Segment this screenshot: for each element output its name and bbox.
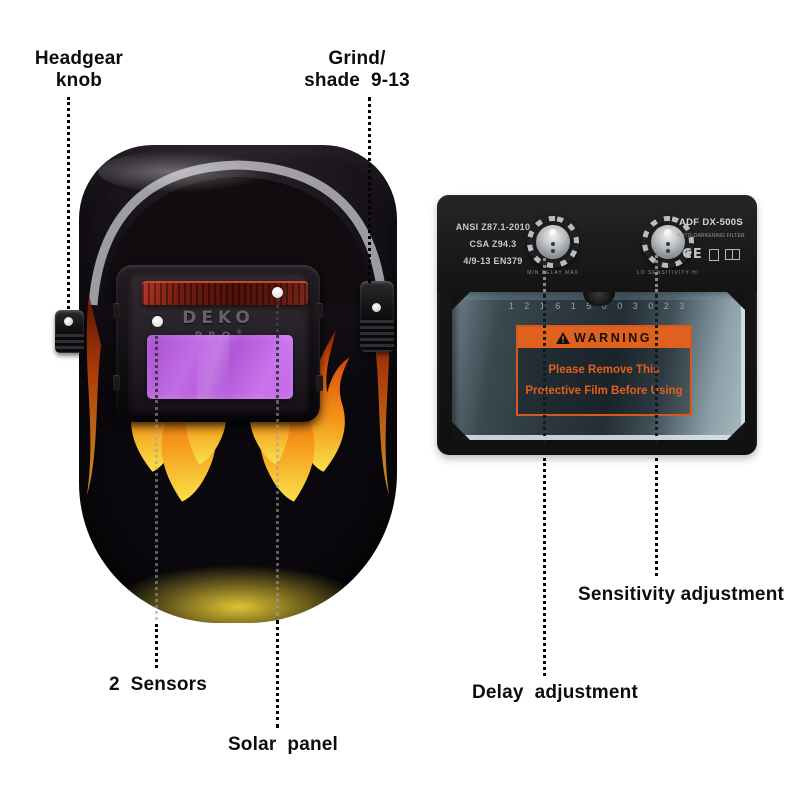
certification-icons: CE (677, 247, 745, 262)
arc-sensor-left (152, 316, 163, 327)
knob-ridges (360, 320, 394, 352)
warning-triangle-icon (556, 331, 571, 344)
registered-mark: ® (236, 329, 243, 336)
label-2-sensors: 2 Sensors (108, 674, 208, 695)
lens-glare (196, 335, 229, 399)
dial-cap (536, 225, 570, 259)
model-text: ADF DX-500S AUTO-DARKENING FILTER (675, 217, 747, 239)
leader-solar-mid (276, 400, 279, 616)
frame-latch-right-top (316, 303, 323, 319)
knob-ridges (55, 333, 84, 353)
leader-solar-upper (276, 298, 279, 398)
arc-sensor-right (272, 287, 283, 298)
sensitivity-dial-label: LO SENSITIVITY HI (637, 270, 699, 276)
leader-delay-lens (543, 294, 546, 444)
dial-pip (551, 249, 555, 253)
leader-solar-lower (276, 620, 279, 728)
lens-corner-clip (727, 422, 745, 440)
dome-highlight (88, 160, 388, 306)
headgear-knob-left (55, 310, 84, 353)
auto-darkening-lens (147, 335, 293, 399)
leader-sensors-lower (155, 624, 158, 668)
frame-latch-left-bottom (113, 375, 120, 391)
leader-delay-bar (543, 258, 546, 292)
ce-mark: CE (682, 247, 703, 262)
leader-sensitivity-bar (655, 255, 658, 292)
leader-delay-lower (543, 458, 546, 676)
label-delay-adjustment: Delay adjustment (471, 682, 638, 703)
dial-highlight (549, 229, 557, 237)
leader-headgear-knob (67, 97, 70, 309)
cert-line-2: CSA Z94.3 (469, 239, 517, 249)
warning-header: WARNING (518, 327, 690, 348)
model-number: ADF DX-500S (678, 217, 743, 228)
certification-text: ANSI Z87.1-2010 CSA Z94.3 4/9-13 EN379 (445, 219, 541, 270)
dial-pip (551, 242, 555, 246)
welding-helmet: DEKO PRO® (79, 145, 397, 623)
certification-box-icon (708, 248, 719, 261)
adf-top-bar: ANSI Z87.1-2010 CSA Z94.3 4/9-13 EN379 M… (437, 195, 757, 292)
leader-sensitivity-lens (655, 294, 658, 444)
knob-highlight (372, 303, 381, 312)
adf-lens-glass: 1 2 1 6 1 5 0 0 3 0 2 3 WARNING Please R… (452, 292, 745, 440)
sensitivity-knob (642, 216, 694, 268)
warning-title: WARNING (574, 330, 652, 345)
label-headgear-knob: Headgear knob (34, 48, 124, 91)
manual-book-icon (724, 249, 740, 260)
label-sensitivity-adjustment: Sensitivity adjustment (577, 584, 785, 605)
frame-latch-right-bottom (316, 375, 323, 391)
leader-sensors-upper (155, 336, 158, 398)
leader-sensitivity-lower (655, 458, 658, 576)
warning-message: Please Remove This Protective Film Befor… (518, 348, 690, 402)
adf-filter-cartridge: ANSI Z87.1-2010 CSA Z94.3 4/9-13 EN379 M… (437, 195, 757, 455)
serial-digits: 1 2 1 6 1 5 0 0 3 0 2 3 (508, 301, 689, 311)
shell-gloss-highlight (98, 149, 273, 193)
warning-line-2: Protective Film Before Using (525, 385, 683, 397)
label-solar-panel: Solar panel (227, 734, 339, 755)
lens-frame: DEKO PRO® (113, 265, 323, 422)
sensor-bump (583, 292, 615, 306)
cert-line-3: 4/9-13 EN379 (463, 256, 523, 266)
label-grind-shade: Grind/ shade 9-13 (304, 48, 410, 91)
frame-latch-left-top (113, 303, 120, 319)
brand-name: DEKO (182, 308, 255, 328)
cert-line-1: ANSI Z87.1-2010 (455, 222, 531, 232)
shade-knob-right (360, 281, 394, 352)
model-subtitle: AUTO-DARKENING FILTER (677, 233, 745, 239)
dial-highlight (664, 229, 672, 237)
dial-pip (666, 249, 670, 253)
dial-cap (651, 225, 685, 259)
delay-knob (527, 216, 579, 268)
lens-corner-clip (452, 422, 470, 440)
solar-panel-strip (142, 281, 308, 305)
knob-highlight (64, 317, 73, 326)
leader-sensors-mid (155, 400, 158, 620)
delay-dial-label: MIN DELAY MAX (527, 270, 579, 276)
dial-pip (666, 242, 670, 246)
leader-grind-shade (368, 97, 371, 283)
warning-line-1: Please Remove This (548, 364, 660, 376)
